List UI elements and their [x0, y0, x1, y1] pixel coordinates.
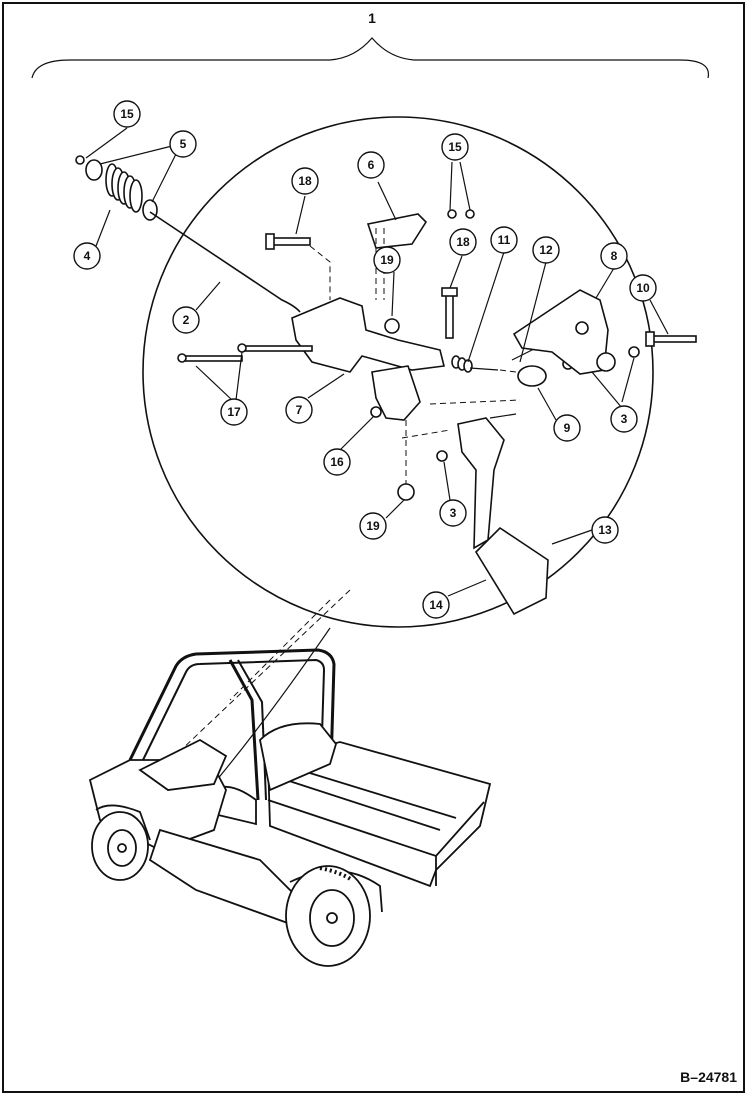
callout-3b: 3 — [439, 499, 467, 527]
rod — [149, 211, 301, 313]
svg-text:19: 19 — [380, 253, 394, 267]
nut-19a — [384, 318, 400, 334]
svg-text:12: 12 — [539, 243, 553, 257]
callout-13: 13 — [591, 516, 619, 544]
svg-text:10: 10 — [636, 281, 650, 295]
svg-text:4: 4 — [84, 249, 91, 263]
spring-icon — [105, 163, 143, 213]
svg-text:13: 13 — [598, 523, 612, 537]
callout-7: 7 — [285, 396, 313, 424]
svg-text:9: 9 — [564, 421, 571, 435]
utility-vehicle-illustration — [88, 648, 492, 967]
nut-19b — [397, 483, 415, 501]
bolt-18b — [445, 291, 454, 339]
svg-text:6: 6 — [368, 158, 375, 172]
callout-2: 2 — [172, 306, 200, 334]
svg-text:15: 15 — [120, 107, 134, 121]
pedal-pad — [474, 526, 549, 616]
callout-10: 10 — [629, 274, 657, 302]
bolt-18a — [269, 237, 311, 246]
callout-6: 6 — [357, 151, 385, 179]
svg-text:14: 14 — [429, 598, 443, 612]
svg-text:15: 15 — [448, 140, 462, 154]
svg-text:3: 3 — [450, 506, 457, 520]
pedal-arm — [457, 417, 505, 550]
callout-14: 14 — [422, 591, 450, 619]
spring-small-icon — [451, 355, 473, 373]
callout-15b: 15 — [441, 133, 469, 161]
callout-12: 12 — [532, 236, 560, 264]
callout-11: 11 — [490, 226, 518, 254]
bolts-17 — [177, 343, 313, 363]
callout-8: 8 — [600, 242, 628, 270]
callout-16: 16 — [323, 448, 351, 476]
svg-text:7: 7 — [296, 403, 303, 417]
svg-text:8: 8 — [611, 249, 618, 263]
callout-19b: 19 — [359, 512, 387, 540]
svg-text:19: 19 — [366, 519, 380, 533]
svg-text:1: 1 — [368, 10, 376, 26]
bolt-10 — [649, 335, 697, 343]
callout-3a: 3 — [610, 405, 638, 433]
callout-15a: 15 — [113, 100, 141, 128]
callout-18a: 18 — [291, 167, 319, 195]
callout-19a: 19 — [373, 246, 401, 274]
assembly-brace — [31, 37, 710, 79]
svg-text:2: 2 — [183, 313, 190, 327]
callout-17: 17 — [220, 398, 248, 426]
svg-text:11: 11 — [498, 233, 511, 247]
callout-18b: 18 — [449, 228, 477, 256]
svg-text:18: 18 — [456, 235, 470, 249]
spring-parts — [75, 155, 158, 221]
callout-assembly: 1 — [368, 10, 376, 26]
callout-5: 5 — [169, 130, 197, 158]
svg-text:17: 17 — [227, 405, 241, 419]
pedal-bracket — [291, 297, 445, 373]
svg-text:5: 5 — [180, 137, 187, 151]
torsion-spring — [517, 365, 547, 387]
magnifier-circle — [142, 116, 654, 628]
svg-text:3: 3 — [621, 412, 628, 426]
svg-text:16: 16 — [330, 455, 344, 469]
cover — [366, 213, 428, 249]
callout-9: 9 — [553, 414, 581, 442]
callout-4: 4 — [73, 242, 101, 270]
svg-text:18: 18 — [298, 174, 312, 188]
figure-reference: B–24781 — [680, 1069, 737, 1085]
